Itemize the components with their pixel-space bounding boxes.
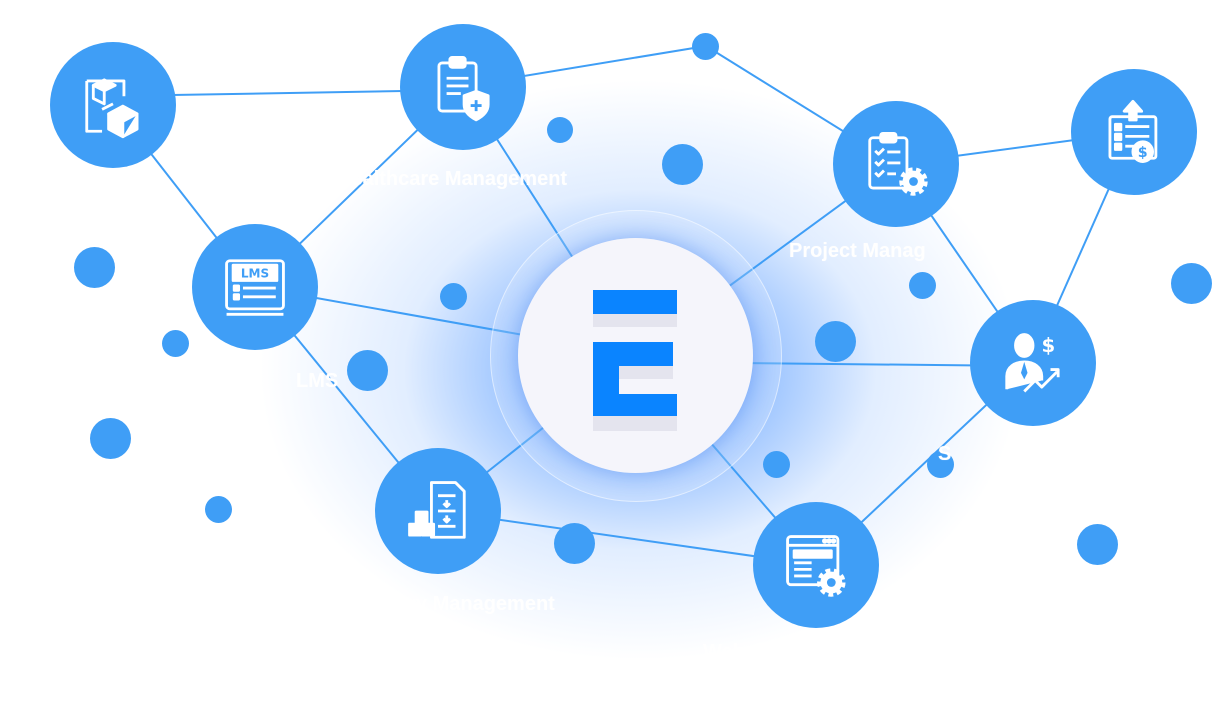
decor-dot [662, 144, 703, 185]
decor-dot [90, 418, 131, 459]
decor-dot [547, 117, 573, 143]
svg-text:LMS: LMS [241, 267, 269, 281]
node-project[interactable] [833, 101, 959, 227]
label-website: Website M [703, 641, 802, 663]
node-inventory[interactable] [375, 448, 501, 574]
decor-dot [815, 321, 856, 362]
boxes-checklist-icon [408, 481, 466, 539]
decor-dot [763, 451, 790, 478]
svg-text:$: $ [1138, 145, 1148, 161]
label-lms: LMS [296, 370, 339, 392]
node-lms[interactable]: LMS [192, 224, 318, 350]
browser-gear-icon [786, 535, 846, 597]
node-finance[interactable]: $ [1071, 69, 1197, 195]
label-project: Project Manag [789, 240, 926, 262]
decor-dot [347, 350, 388, 391]
decor-dot [74, 247, 115, 288]
decor-dot [554, 523, 595, 564]
clipboard-shield-icon [437, 56, 490, 122]
businessman-growth-icon: $ [1005, 333, 1060, 393]
decor-dot [909, 272, 936, 299]
cubes-box-icon [85, 78, 139, 139]
label-sales: S [938, 443, 952, 465]
node-healthcare[interactable] [400, 24, 526, 150]
label-inventory: Inventory Management [337, 593, 555, 615]
node-inventory-cubes[interactable] [50, 42, 176, 168]
e-brand-logo-icon [593, 290, 677, 431]
svg-text:$: $ [1041, 334, 1055, 357]
checklist-gear-icon [868, 131, 928, 196]
decor-dot [205, 496, 232, 523]
decor-dot [440, 283, 467, 310]
label-healthcare: Healthcare Management [337, 168, 568, 190]
decor-dot [927, 451, 954, 478]
decor-dot [1171, 263, 1212, 304]
decor-dot [162, 330, 189, 357]
decor-dot [1077, 524, 1118, 565]
node-sales[interactable]: $ [970, 300, 1096, 426]
document-dollar-icon: $ [1108, 99, 1158, 163]
decor-dot [692, 33, 719, 60]
node-website[interactable] [753, 502, 879, 628]
lms-screen-icon: LMS [225, 259, 285, 316]
